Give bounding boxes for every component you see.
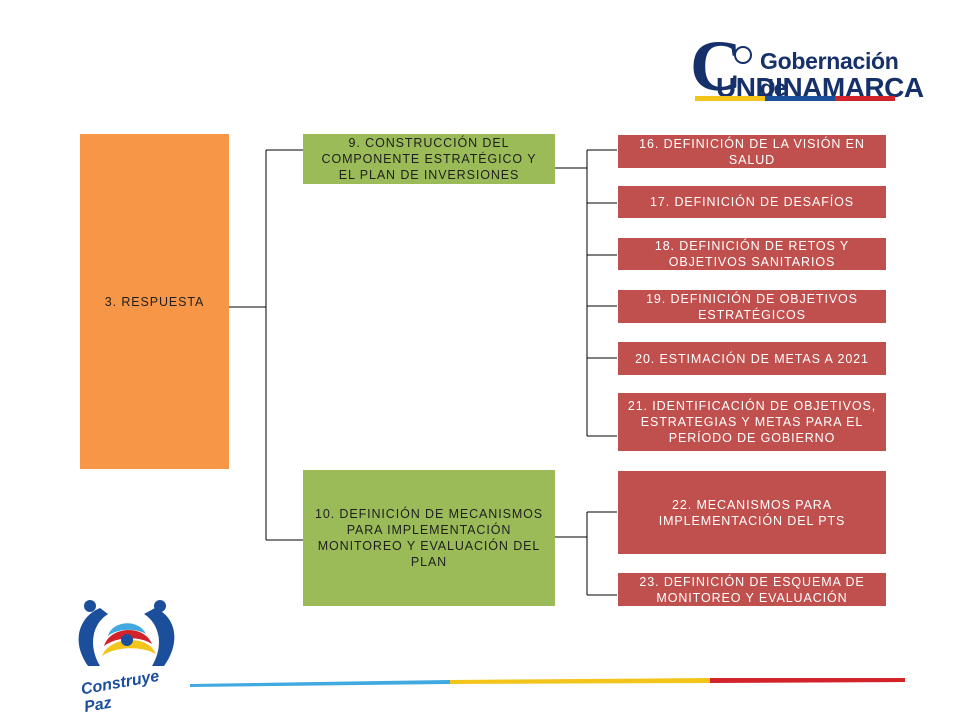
child-node-19: 19. DEFINICIÓN DE OBJETIVOS ESTRATÉGICOS [617, 289, 887, 324]
child-node-18: 18. DEFINICIÓN DE RETOS Y OBJETIVOS SANI… [617, 237, 887, 271]
child-node-22: 22. MECANISMOS PARA IMPLEMENTACIÓN DEL P… [617, 470, 887, 555]
group-node-label: 9. CONSTRUCCIÓN DEL COMPONENTE ESTRATÉGI… [321, 136, 537, 182]
root-node-label: 3. RESPUESTA [104, 294, 205, 309]
child-node-23: 23. DEFINICIÓN DE ESQUEMA DE MONITOREO Y… [617, 572, 887, 607]
seal-icon [734, 46, 752, 64]
group-node-9: 9. CONSTRUCCIÓN DEL COMPONENTE ESTRATÉGI… [303, 134, 555, 184]
child-node-20: 20. ESTIMACIÓN DE METAS A 2021 [617, 341, 887, 376]
root-node: 3. RESPUESTA [80, 134, 229, 469]
child-node-21: 21. IDENTIFICACIÓN DE OBJETIVOS, ESTRATE… [617, 392, 887, 452]
gobernacion-logo: C Gobernación de UNDINAMARCA [690, 30, 924, 103]
child-node-label: 20. ESTIMACIÓN DE METAS A 2021 [635, 351, 869, 366]
child-node-label: 16. DEFINICIÓN DE LA VISIÓN EN SALUD [639, 136, 865, 167]
logo-initial: C [690, 26, 742, 106]
construye-paz-logo: Construye Paz [60, 596, 190, 716]
logo-stripe-icon [695, 96, 895, 101]
group-node-label: 10. DEFINICIÓN DE MECANISMOS PARA IMPLEM… [314, 507, 543, 569]
child-node-label: 19. DEFINICIÓN DE OBJETIVOS ESTRATÉGICOS [646, 291, 858, 322]
child-node-label: 18. DEFINICIÓN DE RETOS Y OBJETIVOS SANI… [654, 239, 850, 269]
construye-paz-emblem-icon [78, 600, 175, 666]
group-node-10: 10. DEFINICIÓN DE MECANISMOS PARA IMPLEM… [303, 470, 555, 606]
child-node-label: 21. IDENTIFICACIÓN DE OBJETIVOS, ESTRATE… [627, 399, 877, 445]
child-node-16: 16. DEFINICIÓN DE LA VISIÓN EN SALUD [617, 134, 887, 169]
child-node-17: 17. DEFINICIÓN DE DESAFÍOS [617, 185, 887, 219]
child-node-label: 23. DEFINICIÓN DE ESQUEMA DE MONITOREO Y… [639, 574, 865, 605]
child-node-label: 22. MECANISMOS PARA IMPLEMENTACIÓN DEL P… [658, 497, 846, 528]
child-node-label: 17. DEFINICIÓN DE DESAFÍOS [650, 195, 854, 209]
footer-stripe-icon [190, 678, 905, 687]
